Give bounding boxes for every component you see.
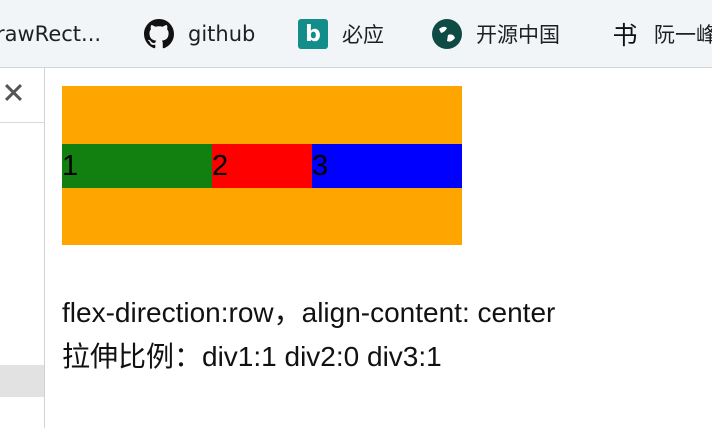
caption-direction: flex-direction:row，align-content: center [62,297,556,328]
bookmark-bing[interactable]: b 必应 [298,0,384,68]
bookmarks-bar: rawRect... github b 必应 开源中国 书 阮一峰 [0,0,712,68]
bookmark-ruanyifeng[interactable]: 书 阮一峰 [610,0,712,68]
caption-ratio: 拉伸比例：div1:1 div2:0 div3:1 [62,341,442,372]
globe-icon [432,19,462,49]
bookmark-label: rawRect... [0,22,102,46]
github-icon [144,19,174,49]
bing-icon: b [298,19,328,49]
bookmark-label: github [188,22,256,46]
flex-item-2: 2 [212,143,312,188]
left-panel [0,68,45,428]
panel-header [0,68,44,123]
bookmark-github[interactable]: github [144,0,255,68]
bookmark-drawrect[interactable]: rawRect... [0,0,101,68]
flex-container: 1 2 3 [62,86,462,245]
flex-item-3: 3 [312,143,462,188]
selected-row[interactable] [0,365,44,397]
shu-icon: 书 [612,21,638,50]
flex-item-1: 1 [62,143,212,188]
bookmark-label: 必应 [342,23,384,47]
bookmark-label: 阮一峰 [654,23,712,47]
close-icon[interactable] [2,81,24,103]
bookmark-oschina[interactable]: 开源中国 [432,0,560,68]
bookmark-label: 开源中国 [476,23,560,47]
